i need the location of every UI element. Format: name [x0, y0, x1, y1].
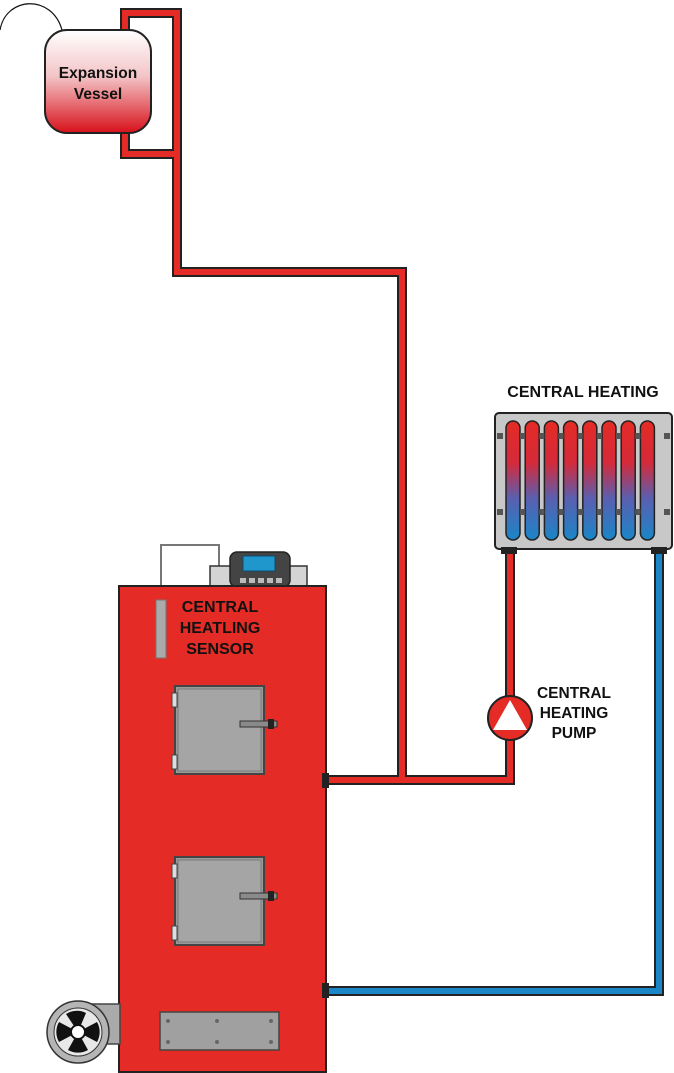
- radiator-connector: [616, 433, 622, 439]
- radiator-tube: [620, 420, 636, 541]
- sensor-label-line3: SENSOR: [186, 641, 254, 658]
- radiator-connector: [558, 433, 564, 439]
- controller-display-icon: [242, 555, 276, 572]
- pump-triangle-icon: [493, 700, 527, 730]
- sensor-label: CENTRAL HEATLING SENSOR: [150, 597, 290, 660]
- pump-label-line3: PUMP: [551, 725, 597, 742]
- radiator-tube: [601, 420, 617, 541]
- sensor-label-line2: HEATLING: [179, 620, 261, 637]
- radiator-connector: [577, 433, 583, 439]
- radiator-connector: [577, 509, 583, 515]
- radiator-side-stub: [664, 509, 670, 515]
- pump-label: CENTRAL HEATING PUMP: [526, 684, 622, 744]
- expansion-vessel-label-line2: Vessel: [73, 86, 123, 103]
- upper-door-handle: [239, 720, 278, 728]
- vessel-hanger-wire: [0, 3, 63, 31]
- pump-label-line2: HEATING: [539, 705, 609, 722]
- sensor-probe: [155, 599, 167, 659]
- radiator-connector: [616, 509, 622, 515]
- radiator-connector: [558, 509, 564, 515]
- cold-inlet-connector: [322, 983, 329, 998]
- sensor-wire: [160, 544, 220, 600]
- radiator-tube: [562, 420, 579, 541]
- cold-water-pipe: [326, 551, 664, 996]
- radiator-side-stub: [497, 509, 503, 515]
- fan: [46, 1000, 121, 1064]
- hot-water-pipe: [120, 8, 515, 785]
- pump-label-line1: CENTRAL: [536, 685, 612, 702]
- radiator-connector: [520, 433, 526, 439]
- radiator-tube: [582, 420, 598, 541]
- fan-icon: [56, 1010, 100, 1053]
- hot-outlet-connector: [322, 773, 329, 788]
- expansion-vessel-label: Expansion Vessel: [44, 63, 152, 105]
- ash-plate: [159, 1011, 280, 1051]
- radiator-connector: [596, 433, 602, 439]
- lower-door: [171, 856, 278, 946]
- radiator-label: CENTRAL HEATING: [507, 384, 659, 401]
- radiator-tube: [639, 420, 656, 541]
- radiator-connector: [596, 509, 602, 515]
- radiator-side-stub: [497, 433, 503, 439]
- radiator-side-stub: [664, 433, 670, 439]
- radiator: [494, 412, 673, 554]
- boiler-body: [118, 585, 327, 1073]
- radiator-connector: [539, 433, 545, 439]
- radiator-tube: [505, 420, 521, 541]
- radiator-connector: [635, 509, 641, 515]
- radiator-connector: [520, 509, 526, 515]
- controller: [209, 551, 308, 588]
- expansion-vessel-label-line1: Expansion: [58, 65, 138, 82]
- upper-door: [171, 685, 278, 775]
- radiator-connector: [635, 433, 641, 439]
- central-heating-pump: [487, 695, 533, 741]
- radiator-tube: [524, 420, 540, 541]
- sensor-label-line1: CENTRAL: [181, 599, 259, 616]
- expansion-vessel: [44, 29, 152, 134]
- radiator-tube: [543, 420, 560, 541]
- lower-door-handle: [239, 892, 278, 900]
- radiator-connector: [539, 509, 545, 515]
